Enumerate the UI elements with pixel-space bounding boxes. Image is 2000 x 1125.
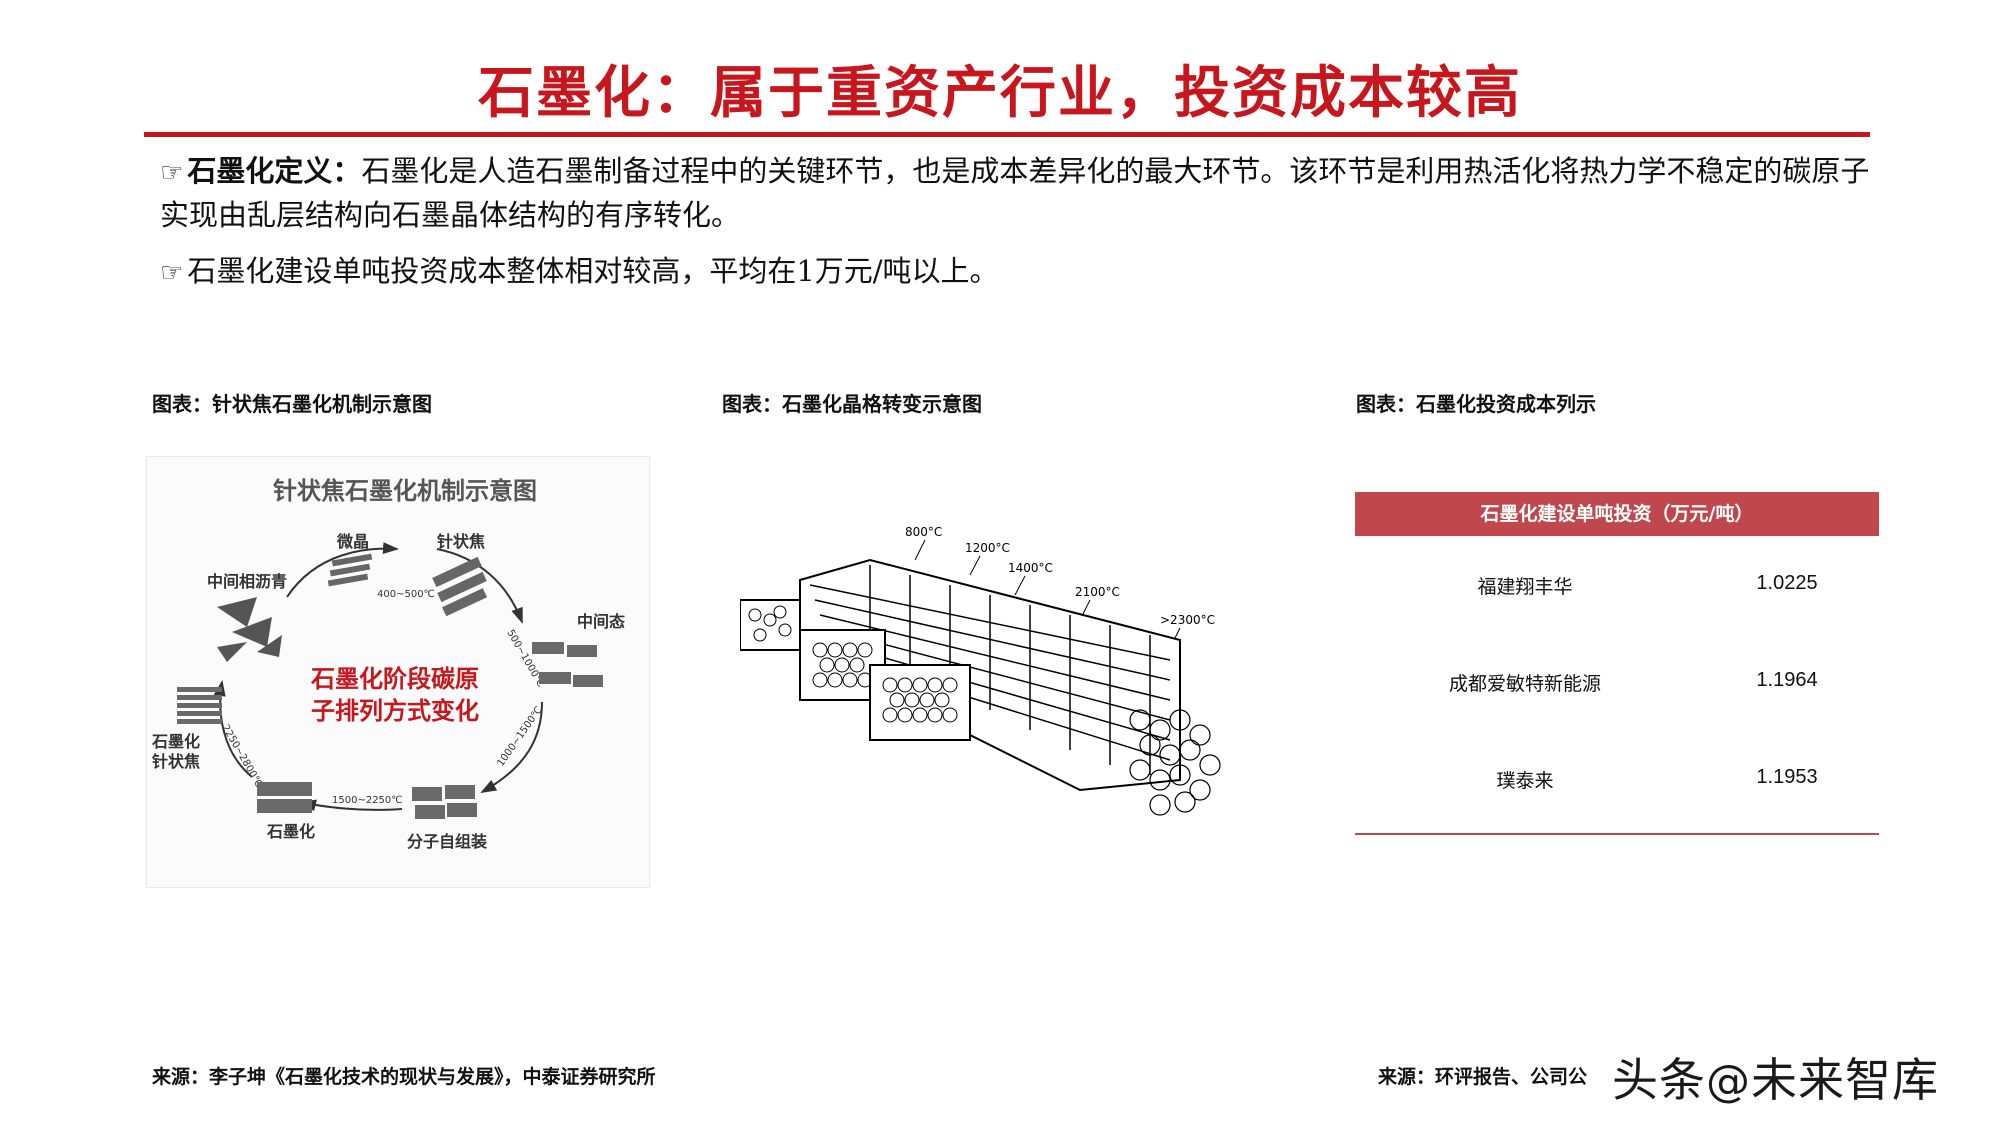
bullet-text: 石墨化建设单吨投资成本整体相对较高，平均在1万元/吨以上。 — [187, 254, 999, 288]
figure-caption-2: 图表：石墨化晶格转变示意图 — [722, 392, 982, 416]
svg-text:中间态: 中间态 — [577, 612, 625, 631]
company-name: 成都爱敏特新能源 — [1448, 673, 1601, 695]
lattice-transformation-diagram: 800°C 1200°C 1400°C 2100°C >2300°C — [739, 520, 1260, 820]
investment-cost-table: 石墨化建设单吨投资（万元/吨） 福建翔丰华 1.0225 成都爱敏特新能源 1.… — [1355, 492, 1879, 835]
needle-coke-icon — [432, 556, 488, 617]
table-row: 成都爱敏特新能源 1.1964 — [1355, 633, 1879, 730]
svg-text:中间相沥青: 中间相沥青 — [207, 572, 287, 591]
bullet-investment: ☞石墨化建设单吨投资成本整体相对较高，平均在1万元/吨以上。 — [160, 250, 1880, 294]
pointing-hand-icon: ☞ — [160, 258, 184, 288]
svg-text:1500~2250℃: 1500~2250℃ — [332, 795, 403, 806]
table-bottom-rule — [1355, 833, 1879, 835]
center-label-2: 子排列方式变化 — [311, 697, 479, 725]
page-title: 石墨化：属于重资产行业，投资成本较高 — [478, 60, 1522, 126]
figure-caption-3: 图表：石墨化投资成本列示 — [1356, 392, 1596, 416]
svg-text:400~500℃: 400~500℃ — [377, 589, 435, 600]
intermediate-state-icon — [532, 642, 603, 687]
diagram-title: 针状焦石墨化机制示意图 — [273, 477, 537, 505]
svg-text:微晶: 微晶 — [336, 532, 369, 551]
svg-text:2100°C: 2100°C — [1075, 585, 1120, 599]
cost-value: 1.1953 — [1756, 766, 1818, 788]
svg-text:1400°C: 1400°C — [1008, 561, 1053, 575]
molecular-self-assembly-icon — [412, 785, 477, 819]
mesophase-pitch-icon — [217, 597, 282, 662]
graphitized-needle-coke-icon — [177, 687, 222, 724]
svg-text:>2300°C: >2300°C — [1160, 613, 1215, 627]
needle-coke-graphitization-diagram: 针状焦石墨化机制示意图 400~500℃ 500~1000℃ 1000~1500… — [146, 456, 650, 888]
source-note-left: 来源：李子坤《石墨化技术的现状与发展》，中泰证券研究所 — [152, 1066, 656, 1088]
watermark-at: @ — [1706, 1056, 1751, 1107]
watermark: 头条@未来智库 — [1612, 1044, 1939, 1110]
table-header: 石墨化建设单吨投资（万元/吨） — [1355, 492, 1879, 536]
svg-text:分子自组装: 分子自组装 — [407, 832, 487, 851]
table-row: 璞泰来 1.1953 — [1355, 730, 1879, 827]
source-note-right: 来源：环评报告、公司公 — [1378, 1066, 1588, 1088]
bullet-list: ☞石墨化定义：石墨化是人造石墨制备过程中的关键环节，也是成本差异化的最大环节。该… — [160, 150, 1880, 308]
watermark-name: 未来智库 — [1751, 1053, 1939, 1107]
figure-caption-1: 图表：针状焦石墨化机制示意图 — [152, 392, 432, 416]
title-divider — [144, 132, 1870, 137]
bullet-definition: ☞石墨化定义：石墨化是人造石墨制备过程中的关键环节，也是成本差异化的最大环节。该… — [160, 150, 1880, 236]
svg-text:800°C: 800°C — [905, 525, 942, 539]
table-row: 福建翔丰华 1.0225 — [1355, 536, 1879, 633]
svg-text:针状焦: 针状焦 — [152, 752, 200, 771]
center-label-1: 石墨化阶段碳原 — [310, 665, 479, 693]
watermark-brand: 头条 — [1612, 1053, 1706, 1107]
company-name: 福建翔丰华 — [1477, 576, 1573, 598]
svg-text:针状焦: 针状焦 — [437, 532, 485, 551]
svg-text:石墨化: 石墨化 — [151, 732, 200, 751]
svg-text:1000~1500℃: 1000~1500℃ — [495, 705, 544, 769]
company-name: 璞泰来 — [1496, 770, 1554, 792]
svg-text:石墨化: 石墨化 — [266, 822, 315, 841]
svg-text:1200°C: 1200°C — [965, 541, 1010, 555]
svg-text:2250~2800℃: 2250~2800℃ — [219, 723, 264, 790]
pointing-hand-icon: ☞ — [160, 158, 184, 188]
cost-value: 1.1964 — [1756, 669, 1818, 691]
graphitization-blocks-icon — [257, 782, 312, 813]
bullet-text: 石墨化是人造石墨制备过程中的关键环节，也是成本差异化的最大环节。该环节是利用热活… — [160, 154, 1870, 232]
bullet-label: 石墨化定义： — [187, 154, 362, 188]
microcrystal-icon — [327, 553, 373, 587]
cost-value: 1.0225 — [1756, 572, 1818, 594]
